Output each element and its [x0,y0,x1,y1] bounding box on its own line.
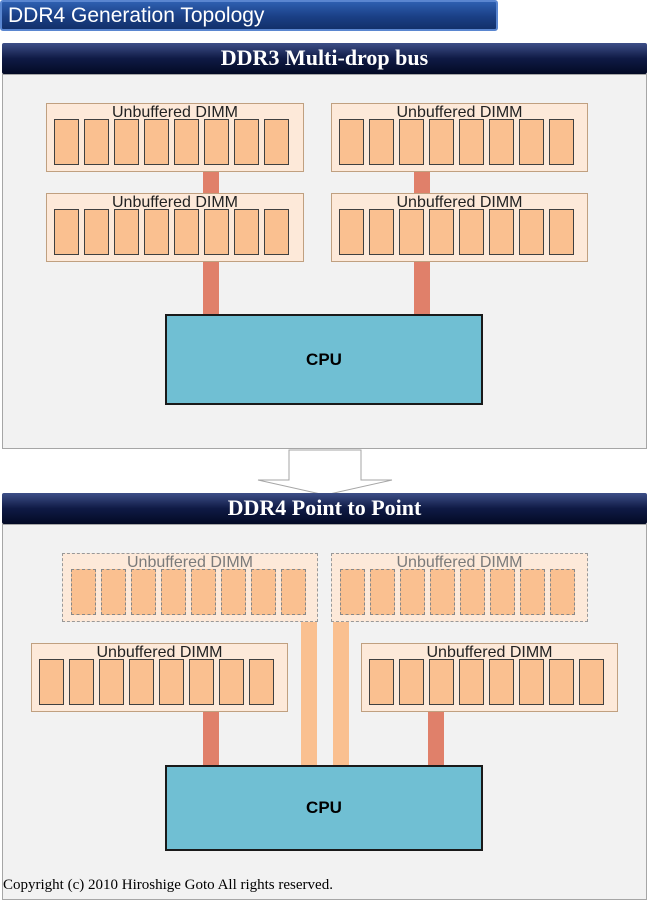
ddr3-dimm-bottom-left: Unbuffered DIMM [46,193,304,262]
ddr4-bus-faded-left [301,621,317,766]
memory-chip [54,119,79,165]
memory-chip [519,119,544,165]
ddr4-dimm-faded-right: Unbuffered DIMM [331,553,588,622]
memory-chip [489,659,514,705]
dimm-label: Unbuffered DIMM [396,104,523,121]
dimm-label: Unbuffered DIMM [396,554,523,571]
dimm-label: Unbuffered DIMM [112,104,238,121]
memory-chip [399,659,424,705]
ddr4-bus-right [428,711,444,766]
memory-chip [520,569,545,615]
ddr3-section-title: DDR3 Multi-drop bus [2,43,647,74]
memory-chip [39,659,64,705]
ddr4-cpu: CPU [165,765,483,851]
dimm-label: Unbuffered DIMM [426,644,553,661]
memory-chip [234,119,259,165]
memory-chip [429,119,454,165]
memory-chip [549,119,574,165]
memory-chip [399,119,424,165]
memory-chip [71,569,96,615]
ddr3-bus-left-lower [203,262,219,314]
ddr4-bus-faded-right [333,621,349,766]
memory-chip [221,569,246,615]
memory-chip [370,569,395,615]
memory-chip [189,659,214,705]
memory-chip [369,659,394,705]
memory-chip [490,569,515,615]
memory-chip [339,119,364,165]
memory-chip [400,569,425,615]
ddr4-bus-left [203,711,219,766]
memory-chip [519,659,544,705]
ddr3-bus-right-lower [414,262,430,314]
dimm-label: Unbuffered DIMM [396,194,523,211]
memory-chip [369,119,394,165]
memory-chip [191,569,216,615]
memory-chip [339,209,364,255]
memory-chip [69,659,94,705]
ddr4-section-title: DDR4 Point to Point [2,493,647,524]
ddr4-dimm-faded-left: Unbuffered DIMM [62,553,318,622]
memory-chip [129,659,154,705]
memory-chip [429,209,454,255]
memory-chip [99,659,124,705]
transition-arrow-icon [257,449,393,496]
memory-chip [84,119,109,165]
memory-chip [219,659,244,705]
copyright-notice: Copyright (c) 2010 Hiroshige Goto All ri… [3,877,333,893]
memory-chip [204,209,229,255]
memory-chip [460,569,485,615]
ddr3-dimm-top-right: Unbuffered DIMM [331,103,588,172]
memory-chip [264,119,289,165]
memory-chip [234,209,259,255]
memory-chip [204,119,229,165]
memory-chip [174,119,199,165]
dimm-label: Unbuffered DIMM [127,554,253,571]
memory-chip [459,659,484,705]
memory-chip [281,569,306,615]
memory-chip [369,209,394,255]
memory-chip [459,119,484,165]
memory-chip [459,209,484,255]
memory-chip [430,569,455,615]
memory-chip [549,659,574,705]
memory-chip [114,119,139,165]
ddr3-dimm-top-left: Unbuffered DIMM [46,103,304,172]
memory-chip [264,209,289,255]
dimm-label: Unbuffered DIMM [96,644,223,661]
memory-chip [249,659,274,705]
main-title: DDR4 Generation Topology [0,0,498,31]
memory-chip [550,569,575,615]
memory-chip [399,209,424,255]
ddr3-cpu: CPU [165,314,483,405]
dimm-label: Unbuffered DIMM [112,194,238,211]
memory-chip [84,209,109,255]
memory-chip [101,569,126,615]
ddr4-dimm-left: Unbuffered DIMM [31,643,288,712]
memory-chip [161,569,186,615]
memory-chip [144,209,169,255]
memory-chip [174,209,199,255]
memory-chip [340,569,365,615]
memory-chip [549,209,574,255]
memory-chip [489,209,514,255]
memory-chip [489,119,514,165]
memory-chip [519,209,544,255]
memory-chip [159,659,184,705]
memory-chip [429,659,454,705]
memory-chip [251,569,276,615]
ddr4-dimm-right: Unbuffered DIMM [361,643,618,712]
memory-chip [579,659,604,705]
ddr3-dimm-bottom-right: Unbuffered DIMM [331,193,588,262]
memory-chip [114,209,139,255]
memory-chip [144,119,169,165]
memory-chip [131,569,156,615]
memory-chip [54,209,79,255]
